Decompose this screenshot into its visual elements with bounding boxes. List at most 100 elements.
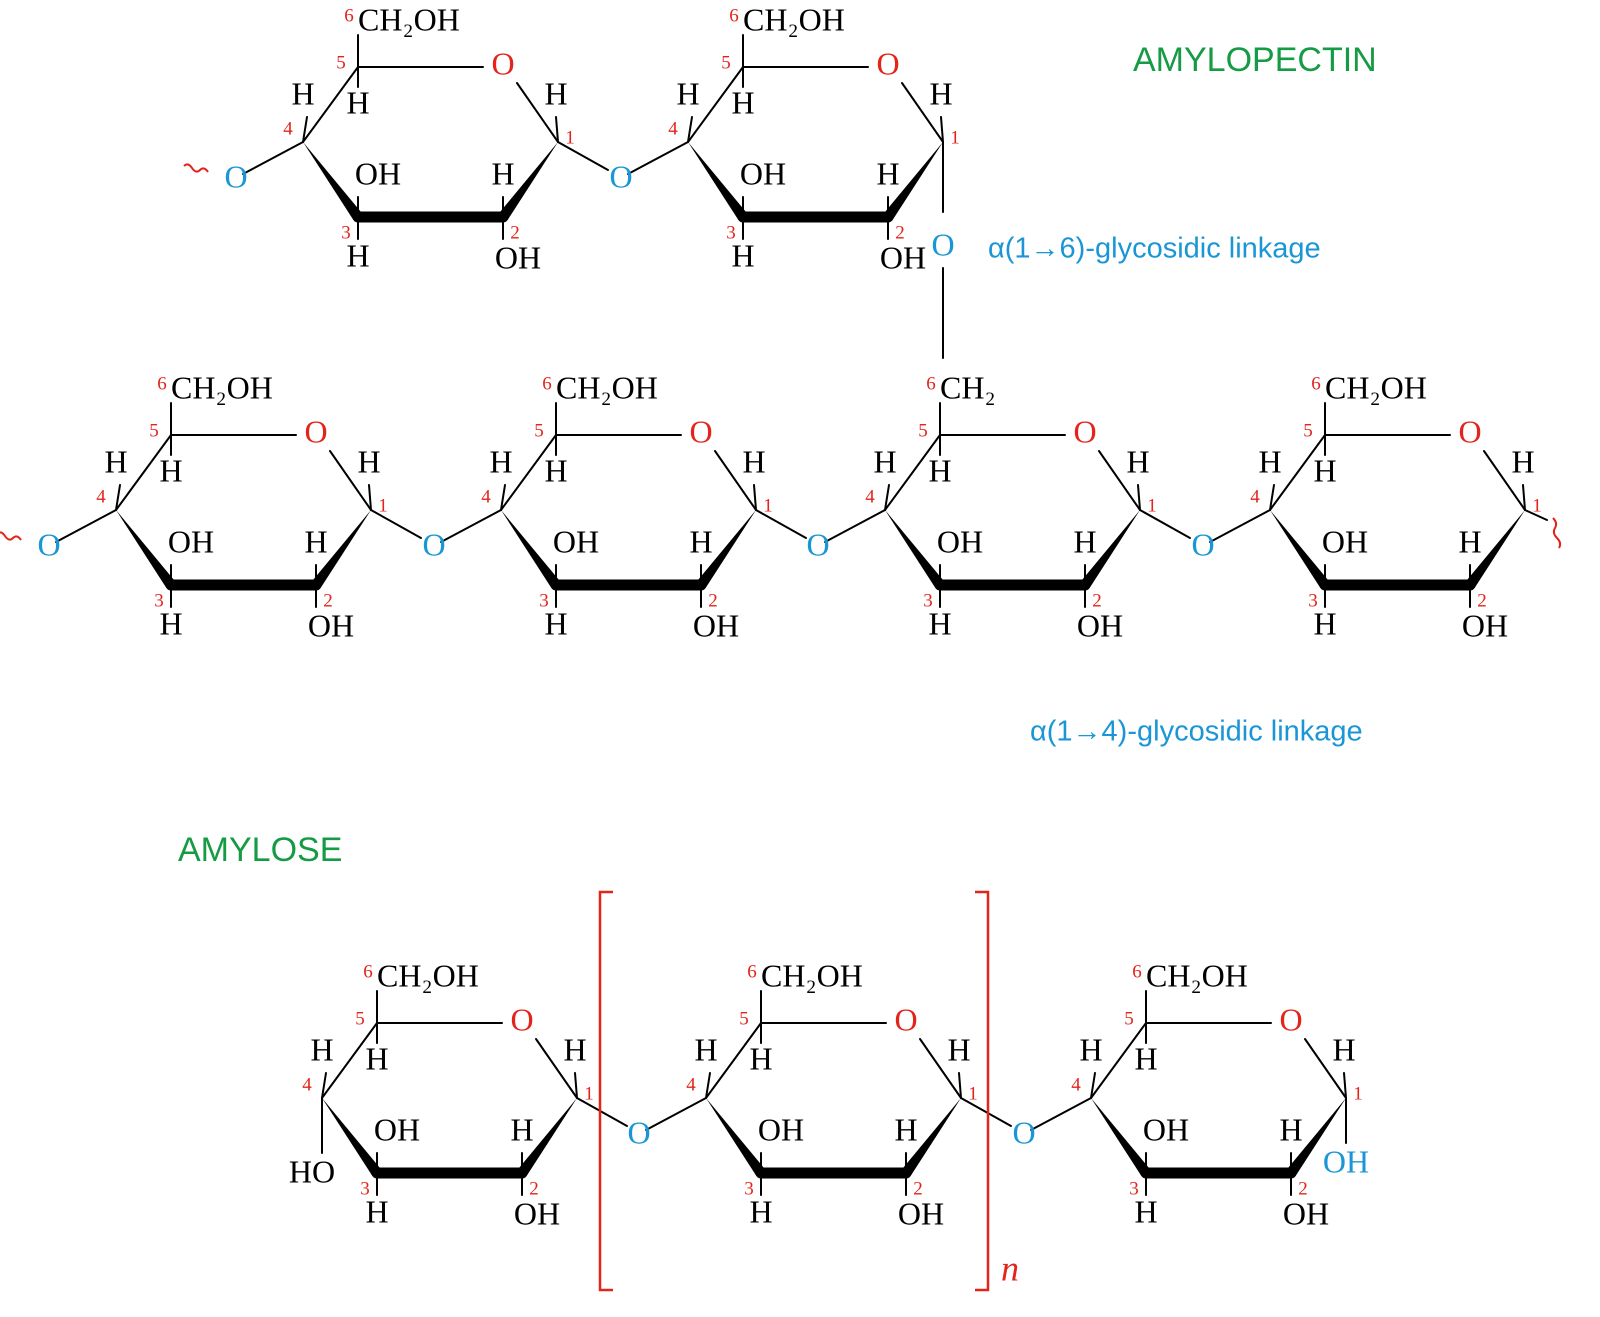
hydrogen-c1: H <box>544 75 567 111</box>
bond-c1-o <box>370 509 422 539</box>
glycosidic-oxygen-c4: O <box>806 526 829 562</box>
bond-c4-h <box>687 116 693 143</box>
carbon-number-3: 3 <box>744 1178 754 1199</box>
ring-bond-c4-c5 <box>687 66 744 143</box>
hydrogen-c3: H <box>749 1193 772 1229</box>
hydroxyl-c3: OH <box>740 155 786 191</box>
amylose-title: AMYLOSE <box>178 831 342 869</box>
bond-c4-o <box>55 509 117 543</box>
carbon-number-5: 5 <box>336 52 346 73</box>
carbon-number-4: 4 <box>668 118 678 139</box>
bond-c1-h <box>368 484 372 511</box>
bond-c4-h <box>321 1072 327 1099</box>
carbon-number-6: 6 <box>1311 373 1321 394</box>
carbon-number-1: 1 <box>950 127 960 148</box>
hydroxyl-c3: OH <box>758 1111 804 1147</box>
carbon-number-5: 5 <box>1303 420 1313 441</box>
ring-bond-c4-c5 <box>705 1022 762 1099</box>
ring-bond-o-c1 <box>714 450 757 511</box>
hydrogen-c5: H <box>1313 452 1336 488</box>
bond-c4-o <box>242 141 304 175</box>
bond-c4-h <box>1269 484 1275 511</box>
amylopectin-title: AMYLOPECTIN <box>1133 41 1377 79</box>
ch2oh-label: CH₂OH <box>1325 369 1427 405</box>
hydrogen-c3: H <box>928 605 951 641</box>
hydrogen-c2: H <box>1458 523 1481 559</box>
hydroxyl-c3: OH <box>1143 1111 1189 1147</box>
carbon-number-4: 4 <box>283 118 293 139</box>
carbon-number-6: 6 <box>157 373 167 394</box>
ch2oh-label: CH₂OH <box>761 957 863 993</box>
hydroxyl-c2: OH <box>693 607 739 643</box>
carbon-number-3: 3 <box>341 222 351 243</box>
ch2oh-label: CH₂OH <box>358 1 460 37</box>
carbon-number-2: 2 <box>1298 1178 1308 1199</box>
carbon-number-2: 2 <box>323 590 333 611</box>
glycosidic-oxygen-c4: O <box>1191 526 1214 562</box>
ring-bond-o-c1 <box>919 1038 962 1099</box>
glycosidic-oxygen-1-6: O <box>931 226 954 262</box>
bond-c1-h <box>555 116 559 143</box>
glycosidic-oxygen-c4: O <box>609 158 632 194</box>
carbon-number-4: 4 <box>865 486 875 507</box>
hydrogen-c1: H <box>1126 443 1149 479</box>
ring-bond-c4-c5 <box>1090 1022 1147 1099</box>
alpha-1-4-linkage-label: α(1→4)-glycosidic linkage <box>1030 716 1363 748</box>
bond-c4-h <box>302 116 308 143</box>
ring-bond-o-c1 <box>1304 1038 1347 1099</box>
wedge-bond-c4-c3 <box>501 510 561 589</box>
carbon-number-2: 2 <box>1092 590 1102 611</box>
hydroxyl-c3: OH <box>355 155 401 191</box>
bond-c1-o <box>755 509 807 539</box>
ring-bond-o-c1 <box>329 450 372 511</box>
hydrogen-c2: H <box>1073 523 1096 559</box>
hydrogen-c4: H <box>1258 443 1281 479</box>
ring-bond-c4-c5 <box>1269 434 1326 511</box>
hydrogen-c4: H <box>1079 1031 1102 1067</box>
hydrogen-c2: H <box>689 523 712 559</box>
carbon-number-2: 2 <box>529 1178 539 1199</box>
anomeric-hydroxyl: OH <box>1323 1143 1369 1179</box>
hydrogen-c2: H <box>876 155 899 191</box>
carbon-number-6: 6 <box>363 961 373 982</box>
ch2oh-label: CH₂OH <box>171 369 273 405</box>
repeat-bracket-right <box>975 890 990 1292</box>
bond-c1-h <box>1522 484 1526 511</box>
carbon-number-3: 3 <box>154 590 164 611</box>
bond-c4-h <box>705 1072 711 1099</box>
chain-continuation-squiggle <box>0 531 22 541</box>
wedge-bond-c4-c3 <box>688 142 748 221</box>
hydrogen-c1: H <box>947 1031 970 1067</box>
carbon-number-1: 1 <box>378 495 388 516</box>
chain-continuation-squiggle <box>183 163 209 173</box>
carbon-number-3: 3 <box>360 1178 370 1199</box>
carbon-number-6: 6 <box>729 5 739 26</box>
hydrogen-c1: H <box>742 443 765 479</box>
carbon-number-4: 4 <box>96 486 106 507</box>
hydrogen-c4: H <box>489 443 512 479</box>
bond-c4-o <box>627 141 689 175</box>
bond-c1-h <box>574 1072 578 1099</box>
hydrogen-c4: H <box>291 75 314 111</box>
ring-oxygen: O <box>1279 1001 1302 1037</box>
wedge-bond-c4-c3 <box>885 510 945 589</box>
repeat-subscript-n: n <box>1001 1248 1019 1288</box>
carbon-number-2: 2 <box>510 222 520 243</box>
wedge-bond-c4-c3 <box>706 1098 766 1177</box>
hydrogen-c3: H <box>365 1193 388 1229</box>
hydrogen-c3: H <box>731 237 754 273</box>
hydrogen-c5: H <box>928 452 951 488</box>
hydrogen-c3: H <box>1134 1193 1157 1229</box>
ch2oh-label: CH₂OH <box>1146 957 1248 993</box>
hydrogen-c5: H <box>159 452 182 488</box>
ring-oxygen: O <box>304 413 327 449</box>
hydrogen-c1: H <box>929 75 952 111</box>
bond-c1-o <box>557 141 609 171</box>
bond-c4-o <box>824 509 886 543</box>
bond-c1-h <box>1343 1072 1347 1099</box>
carbon-number-3: 3 <box>726 222 736 243</box>
